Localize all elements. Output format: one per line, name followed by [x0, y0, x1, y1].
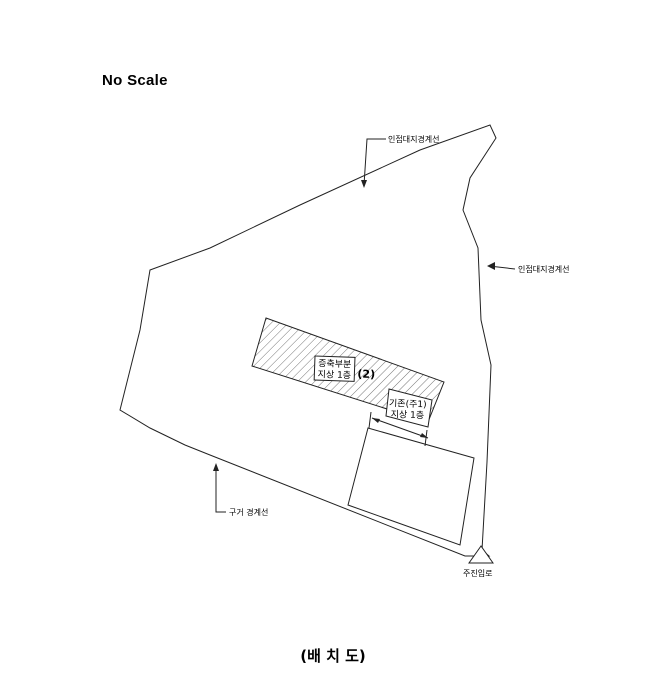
main-building-line2: 지상 1층: [317, 369, 351, 381]
main-building-line1: 증축부분: [318, 358, 351, 370]
leader-neighbor-top: [361, 138, 386, 188]
leader-old-boundary: [213, 463, 226, 513]
existing-building-label: 기존(주1) 지상 1층: [389, 398, 427, 421]
existing-building: [385, 388, 433, 428]
label-old-boundary: 구거 경계선: [229, 507, 268, 517]
main-building-label: 증축부분 지상 1층 (2): [313, 355, 375, 382]
dimension-line: [368, 411, 429, 447]
lower-area: [347, 427, 475, 546]
label-neighbor-boundary-top: 인접대지경계선: [388, 134, 440, 144]
entrance-triangle-icon: [468, 545, 494, 564]
label-neighbor-boundary-right: 인접대지경계선: [518, 264, 570, 274]
drawing-caption: (배 치 도): [300, 647, 366, 665]
leader-neighbor-right: [487, 262, 516, 270]
scale-note: No Scale: [102, 72, 168, 89]
label-main-entrance: 주진입로: [463, 568, 492, 578]
existing-building-line1: 기존(주1): [389, 398, 427, 410]
site-boundary: [119, 124, 497, 557]
existing-building-line2: 지상 1층: [390, 409, 424, 421]
main-building-suffix: (2): [357, 367, 375, 381]
